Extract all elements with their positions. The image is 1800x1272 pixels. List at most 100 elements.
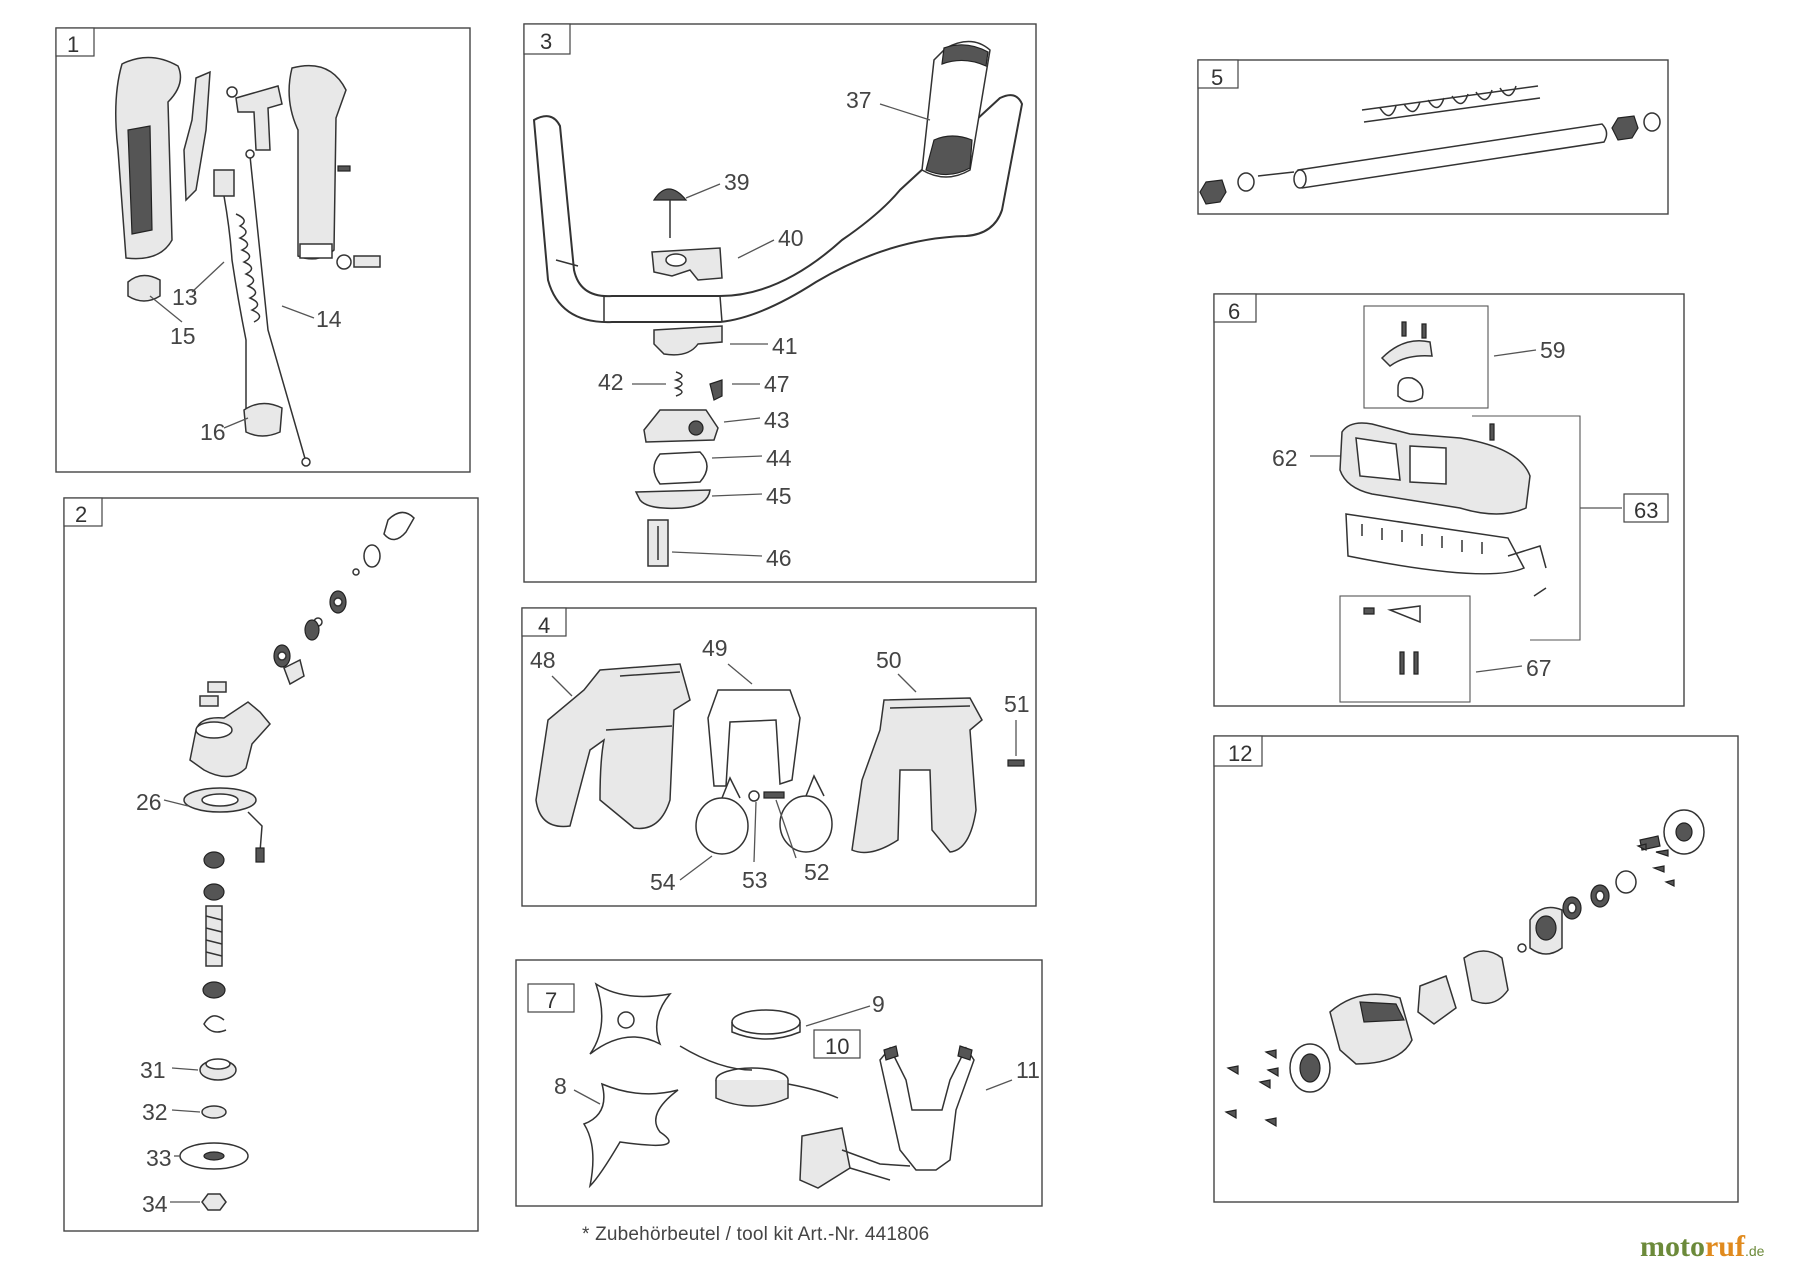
part-50-bracket	[851, 697, 983, 854]
label-13: 13	[172, 284, 198, 310]
shaft-nut	[1199, 179, 1227, 205]
label-51: 51	[1004, 691, 1030, 717]
label-46: 46	[766, 545, 792, 571]
label-8: 8	[554, 1073, 567, 1099]
handlebar-tube	[532, 94, 1024, 324]
group-3-number: 3	[540, 29, 552, 54]
shaft-tube	[1295, 123, 1608, 189]
throttle-cable	[249, 155, 307, 463]
label-53: 53	[742, 867, 768, 893]
part-59-clip	[1380, 340, 1433, 367]
part-54-ring	[695, 797, 749, 855]
ignition-cable	[223, 195, 247, 420]
handle-shell-right	[288, 64, 347, 260]
trigger-lever	[235, 85, 283, 151]
group-10-number: 10	[825, 1034, 849, 1059]
label-62: 62	[1272, 445, 1298, 471]
label-67: 67	[1526, 655, 1552, 681]
part-44-sleeve	[653, 451, 708, 485]
label-44: 44	[766, 445, 792, 471]
gear-housing	[189, 701, 271, 778]
label-47: 47	[764, 371, 790, 397]
label-59: 59	[1540, 337, 1566, 363]
coupling-sleeve	[1417, 975, 1457, 1025]
shaft-cap	[383, 511, 415, 541]
part-11-guard-frame	[879, 1046, 975, 1171]
drive-shaft	[205, 905, 223, 967]
bolt	[353, 255, 381, 268]
label-50: 50	[876, 647, 902, 673]
group-7-number: 7	[545, 988, 557, 1013]
label-9: 9	[872, 991, 885, 1017]
part-47-screw	[709, 379, 723, 401]
group-2-gear-head: 2	[63, 497, 479, 1232]
group-1-number: 1	[67, 32, 79, 57]
label-41: 41	[772, 333, 798, 359]
part-16-clip	[243, 402, 283, 437]
part-53-washer	[748, 790, 760, 802]
part-42-spring	[673, 371, 683, 397]
group-2-number: 2	[75, 502, 87, 527]
brand-suffix: .de	[1744, 1243, 1765, 1259]
label-43: 43	[764, 407, 790, 433]
part-9-disc	[731, 1009, 801, 1035]
stop-switch	[213, 169, 235, 197]
part-40-clamp	[651, 247, 723, 281]
label-40: 40	[778, 225, 804, 251]
part-32-washer	[201, 1105, 227, 1119]
group-12-number: 12	[1228, 741, 1252, 766]
clutch-shoes	[1463, 950, 1509, 1005]
label-54: 54	[650, 869, 676, 895]
footer-tool-kit-note: * Zubehörbeutel / tool kit Art.-Nr. 4418…	[582, 1224, 930, 1245]
group-12-clutch-assembly: 12	[1213, 735, 1739, 1203]
group-63-number: 63	[1634, 498, 1658, 523]
brand-logo: motoruf.de	[1640, 1230, 1764, 1264]
label-26: 26	[136, 789, 162, 815]
group-3-handlebar: 3 37 39 40 41	[523, 23, 1037, 583]
label-32: 32	[142, 1099, 168, 1125]
part-49-plate	[707, 689, 801, 787]
part-41-bracket	[653, 325, 723, 356]
bearing-upper	[203, 851, 225, 869]
part-48-bracket	[535, 663, 691, 830]
group-4-harness-brackets: 4 48 49 50 51 52 53 54	[521, 607, 1037, 907]
label-15: 15	[170, 323, 196, 349]
part-63-cutter-strip	[1345, 513, 1526, 575]
brand-part-2: ruf	[1704, 1230, 1745, 1263]
label-31: 31	[140, 1057, 166, 1083]
label-34: 34	[142, 1191, 168, 1217]
part-45-clamp	[634, 489, 711, 510]
label-42: 42	[598, 369, 624, 395]
part-11-cutter-head	[799, 1127, 851, 1189]
group-1-handle-assembly: 1 13 14 15 16	[55, 27, 471, 473]
part-15-cap	[127, 274, 161, 302]
label-33: 33	[146, 1145, 172, 1171]
label-48: 48	[530, 647, 556, 673]
group-6-number: 6	[1228, 299, 1240, 324]
part-67-screws	[1399, 651, 1419, 675]
part-52-bolt	[763, 791, 785, 799]
drive-cable-spiral	[1361, 85, 1541, 123]
group-5-number: 5	[1211, 65, 1223, 90]
group-7-cutting-tools: 7 10 9 8 11	[515, 959, 1043, 1207]
label-14: 14	[316, 306, 342, 332]
label-52: 52	[804, 859, 830, 885]
label-39: 39	[724, 169, 750, 195]
label-16: 16	[200, 419, 226, 445]
label-49: 49	[702, 635, 728, 661]
group-4-number: 4	[538, 613, 550, 638]
label-37: 37	[846, 87, 872, 113]
part-51-screw	[1007, 759, 1025, 767]
part-39-knob	[652, 188, 688, 201]
part-8-blade	[582, 1082, 679, 1189]
part-43-clamp-lower	[643, 409, 719, 443]
washer	[336, 254, 352, 270]
label-11: 11	[1016, 1057, 1040, 1083]
group-5-shaft: 5	[1197, 59, 1669, 215]
group-6-guard: 6 63 59 62 67	[1213, 293, 1685, 707]
brand-part-1: moto	[1640, 1230, 1705, 1263]
throttle-trigger	[183, 70, 211, 202]
part-34-nut	[201, 1193, 227, 1211]
label-45: 45	[766, 483, 792, 509]
